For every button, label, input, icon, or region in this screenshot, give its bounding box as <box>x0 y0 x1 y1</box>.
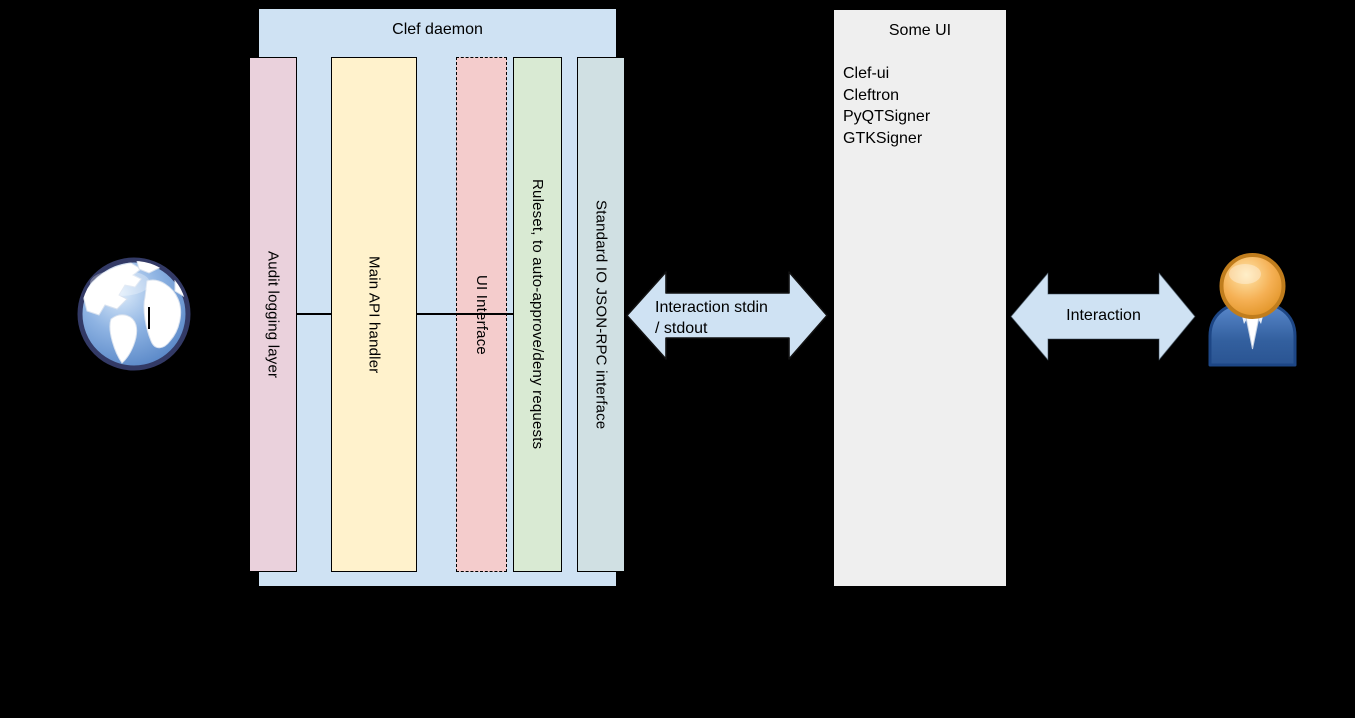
bar-main-api-handler: Main API handler <box>331 57 417 572</box>
bar-audit-logging-layer: Audit logging layer <box>249 57 297 572</box>
some-ui-title: Some UI <box>888 22 952 39</box>
list-item: GTKSigner <box>843 129 923 147</box>
stdin-stdout-arrow-label-line2: / stdout <box>655 320 708 337</box>
clef-daemon-box <box>258 8 617 587</box>
bar-ruleset: Ruleset, to auto-approve/deny requests <box>513 57 562 572</box>
list-item: PyQTSigner <box>843 108 931 125</box>
stdin-stdout-arrow-label-line1: Interaction stdin <box>655 299 768 316</box>
connector-api-to-ruleset <box>417 313 513 315</box>
stdin-stdout-arrow-icon <box>626 271 828 360</box>
connector-audit-to-api <box>297 313 331 315</box>
bar-stdio-json-rpc-interface-label: Standard IO JSON-RPC interface <box>592 199 610 430</box>
list-item: Cleftron <box>843 86 900 104</box>
bar-audit-logging-layer-label: Audit logging layer <box>264 250 282 379</box>
some-ui-list: Clef-ui Cleftron PyQTSigner GTKSigner <box>843 63 930 149</box>
globe-icon <box>77 257 191 371</box>
clef-daemon-title: Clef daemon <box>392 21 483 38</box>
bar-ui-interface-label: UI Interface <box>473 274 490 355</box>
list-item: Clef-ui <box>843 65 890 82</box>
bar-stdio-json-rpc-interface: Standard IO JSON-RPC interface <box>577 57 625 572</box>
user-interaction-arrow-label: Interaction <box>1066 307 1141 324</box>
bar-main-api-handler-label: Main API handler <box>365 255 383 374</box>
some-ui-box <box>833 9 1007 587</box>
stdin-stdout-arrow-label: Interaction stdin / stdout <box>655 297 805 339</box>
bar-ruleset-label: Ruleset, to auto-approve/deny requests <box>529 179 546 450</box>
user-interaction-arrow-icon <box>1010 272 1196 361</box>
person-icon <box>1208 253 1297 367</box>
bar-ui-interface: UI Interface <box>456 57 507 572</box>
